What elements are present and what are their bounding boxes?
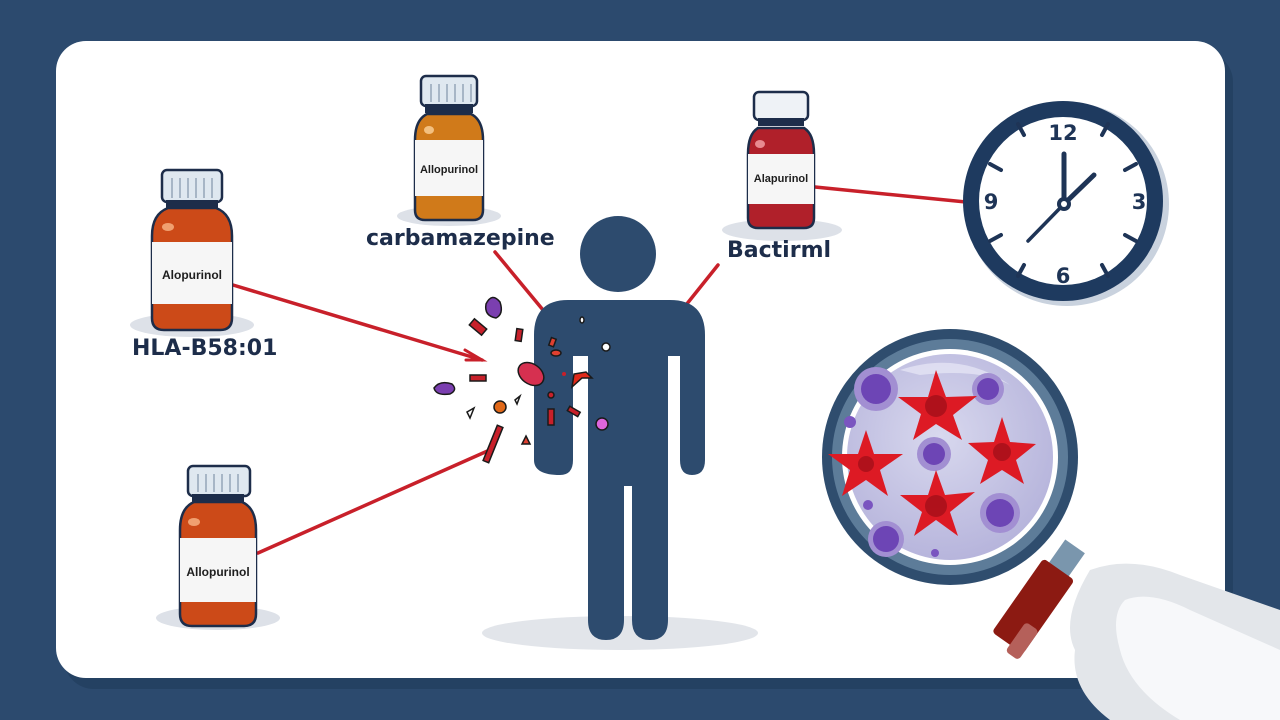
connector-lines: [231, 185, 968, 555]
clock-icon: 12 3 6 9: [963, 101, 1169, 306]
svg-text:Alopurinol: Alopurinol: [162, 268, 222, 282]
svg-text:Allopurinol: Allopurinol: [420, 164, 478, 176]
reaction-particles: [433, 296, 611, 464]
magnifying-glass-icon: [822, 329, 1280, 720]
svg-text:Alapurinol: Alapurinol: [754, 173, 808, 185]
human-figure: [482, 216, 758, 650]
gloved-hand: [1070, 563, 1280, 720]
pill-bottle-left-bottom: Allopurinol: [156, 464, 280, 630]
line-right-clock: [813, 185, 968, 204]
line-left-top: [231, 283, 484, 362]
pill-bottle-left-top: Alopurinol: [130, 168, 254, 337]
bottle-caption-carbamazepine: carbamazepine: [366, 226, 555, 251]
purple-cells: [844, 367, 1020, 557]
line-center-top: [493, 250, 550, 318]
figure-body: [534, 300, 705, 640]
svg-text:9: 9: [984, 190, 999, 214]
line-right-top: [680, 263, 720, 312]
svg-text:12: 12: [1048, 121, 1077, 145]
pill-bottle-right-top: Alapurinol: [722, 90, 842, 241]
pill-bottle-center-top: Allopurinol: [397, 74, 501, 226]
bottle-caption-bactrim: Bactirml: [727, 238, 832, 263]
svg-text:3: 3: [1132, 190, 1147, 214]
bottle-caption-hla-b58: HLA-B58:01: [132, 336, 278, 361]
svg-text:6: 6: [1056, 264, 1071, 288]
figure-head: [580, 216, 656, 292]
svg-text:Allopurinol: Allopurinol: [186, 565, 249, 579]
line-left-bottom: [256, 447, 494, 555]
